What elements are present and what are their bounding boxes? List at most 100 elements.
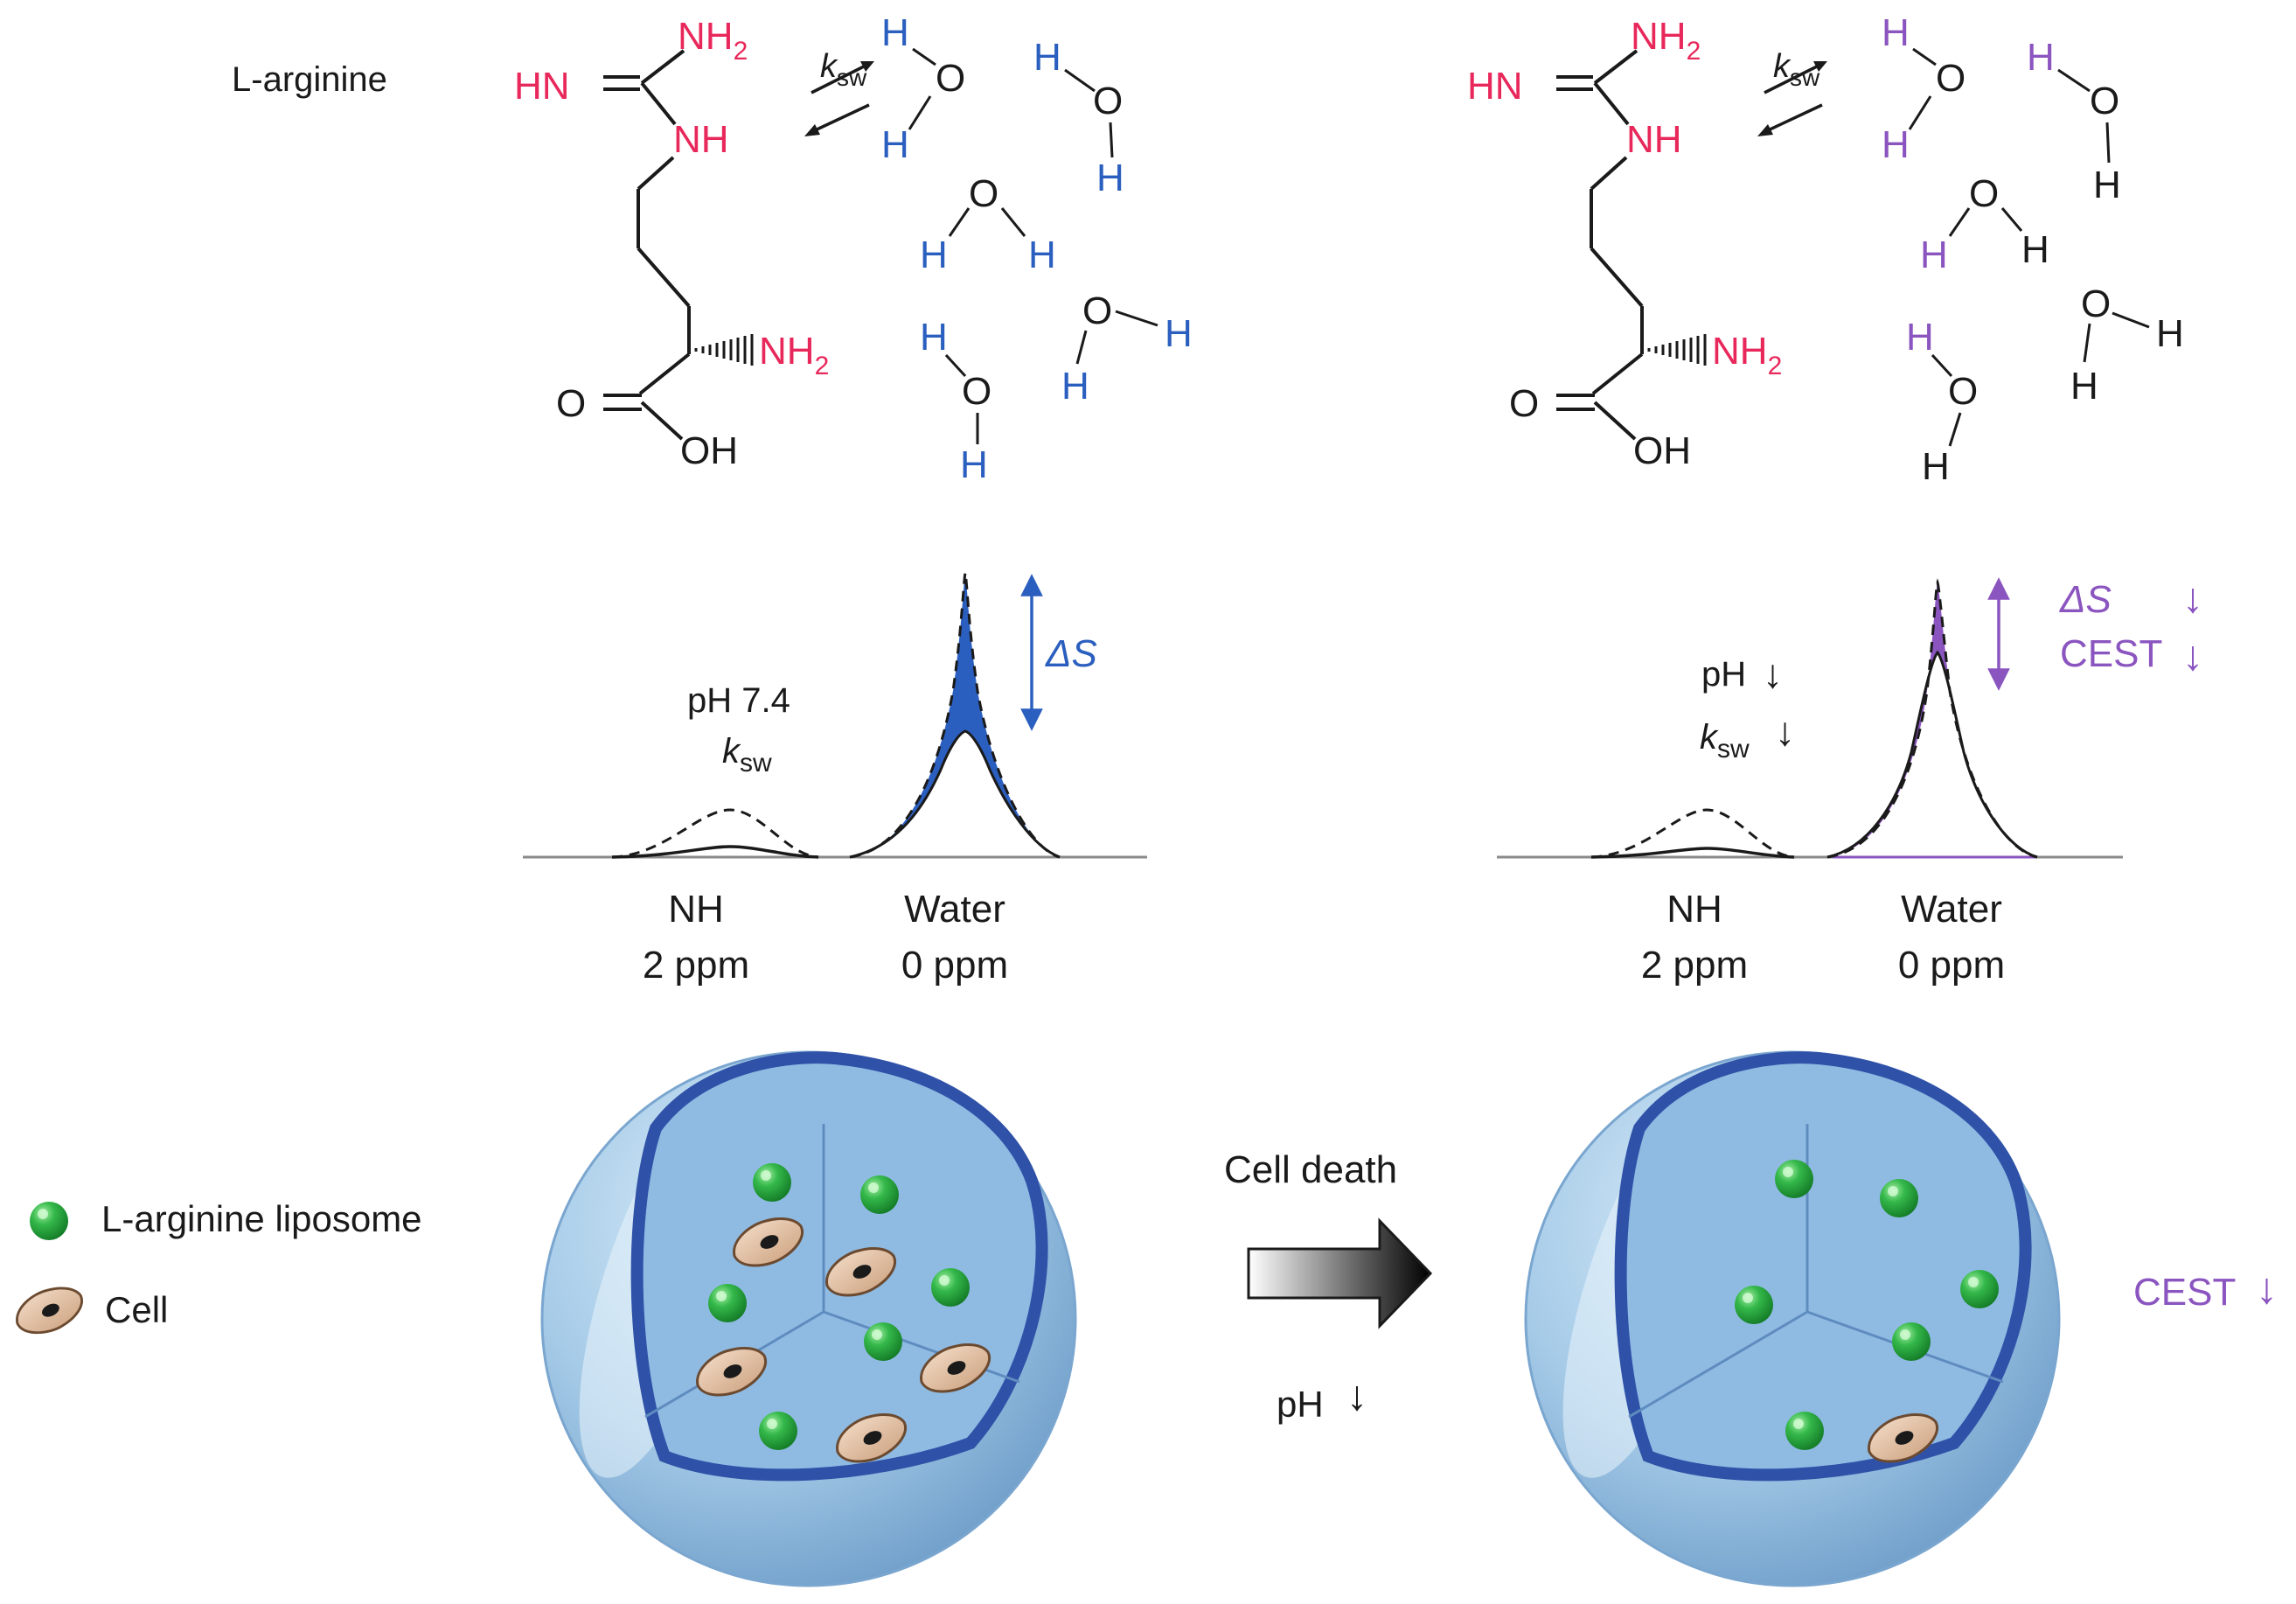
- left-nh-label: NH: [673, 118, 729, 161]
- right-capsule-cest-down-icon: ↓: [2256, 1264, 2278, 1313]
- right-water-solid-peak: [1826, 650, 2038, 859]
- left-delta-s-label: ΔS: [1045, 632, 1097, 675]
- left-ph-label: pH 7.4: [687, 681, 790, 720]
- transition: Cell death pH ↓: [1224, 1148, 1433, 1425]
- right-nh2-top-label: NH2: [1631, 15, 1701, 66]
- liposome: [708, 1284, 747, 1322]
- svg-text:H: H: [2093, 164, 2121, 206]
- transition-ph-down-icon: ↓: [1346, 1373, 1367, 1419]
- right-tumor-capsule: CEST ↓: [1524, 1050, 2278, 1587]
- left-carbonyl-o: O: [556, 382, 586, 425]
- svg-text:H: H: [1061, 365, 1089, 408]
- svg-text:H: H: [960, 443, 988, 486]
- left-hn-label: HN: [514, 65, 570, 108]
- svg-text:H: H: [2070, 365, 2098, 408]
- right-ph-down-icon: ↓: [1763, 651, 1783, 696]
- right-water-group: H O H H O H O H H O H: [1882, 11, 2184, 488]
- svg-text:O: O: [2090, 80, 2119, 122]
- left-water-4: O H H: [1061, 289, 1193, 408]
- left-spectrum-ksw: ksw: [722, 732, 772, 778]
- svg-text:H: H: [2027, 36, 2055, 79]
- left-spectrum: ΔS pH 7.4 ksw NH 2 ppm Water 0 ppm: [523, 572, 1147, 987]
- liposome: [1785, 1412, 1824, 1450]
- left-nh-axis-label: NH: [668, 888, 724, 931]
- right-hn-label: HN: [1467, 65, 1523, 108]
- right-capsule-cest-label: CEST: [2133, 1271, 2236, 1314]
- right-nh2-alpha-label: NH2: [1712, 330, 1782, 380]
- liposome: [1892, 1322, 1931, 1361]
- svg-text:O: O: [962, 370, 991, 413]
- left-delta-s-arrow: [1020, 574, 1043, 731]
- liposome: [1880, 1179, 1918, 1217]
- left-water-1: H O H: [881, 11, 965, 166]
- legend-liposome-icon: [30, 1202, 68, 1240]
- left-skeleton-bonds: [603, 49, 691, 441]
- left-water-ppm: 0 ppm: [901, 944, 1008, 987]
- right-water-dashed-peak: [1826, 578, 2038, 859]
- svg-text:H: H: [1033, 36, 1061, 79]
- right-ksw-down-icon: ↓: [1775, 708, 1795, 754]
- right-spectrum: ΔS ↓ CEST ↓ pH ↓ ksw ↓ NH 2 ppm Water 0 …: [1497, 575, 2203, 987]
- right-ksw-label: ksw: [1773, 48, 1820, 91]
- right-ph-label: pH: [1701, 655, 1746, 694]
- right-nh-label: NH: [1626, 118, 1682, 161]
- l-arginine-caption: L-arginine: [232, 60, 387, 99]
- legend: L-arginine liposome Cell: [16, 1198, 422, 1335]
- liposome: [759, 1412, 797, 1450]
- left-water-2: H O H: [1033, 36, 1124, 199]
- svg-text:O: O: [936, 57, 965, 100]
- svg-text:O: O: [2081, 282, 2111, 325]
- right-hydroxyl-oh: OH: [1633, 429, 1691, 472]
- right-delta-s-arrow: [1987, 577, 2010, 691]
- left-exchange-arrows: [804, 61, 874, 136]
- cell-death-arrow-icon: [1247, 1217, 1433, 1329]
- svg-text:H: H: [1096, 157, 1124, 199]
- left-water-solid-peak: [849, 729, 1061, 859]
- svg-text:H: H: [2021, 228, 2049, 271]
- svg-text:O: O: [1936, 57, 1966, 100]
- svg-text:O: O: [1082, 289, 1112, 332]
- right-skeleton-bonds: [1556, 49, 1644, 441]
- right-water-2: H O H: [2027, 36, 2121, 206]
- right-hashed-wedge: [1647, 334, 1707, 366]
- svg-text:H: H: [1028, 234, 1056, 276]
- svg-text:H: H: [1906, 316, 1934, 359]
- svg-text:H: H: [920, 316, 948, 359]
- cell-death-label: Cell death: [1224, 1148, 1397, 1191]
- svg-text:O: O: [1969, 172, 1999, 215]
- left-nh2-alpha-label: NH2: [759, 330, 829, 380]
- right-molecule-panel: HN NH2 NH NH2 O OH ksw H O H H O H: [1467, 11, 2184, 488]
- legend-liposome-label: L-arginine liposome: [101, 1198, 422, 1239]
- left-ksw-label: ksw: [820, 48, 867, 91]
- right-carbonyl-o: O: [1509, 382, 1539, 425]
- svg-text:H: H: [1882, 123, 1910, 166]
- left-nh-solid-peak: [611, 845, 819, 859]
- liposome: [1735, 1286, 1773, 1324]
- right-water-ppm: 0 ppm: [1898, 944, 2005, 987]
- transition-ph-label: pH: [1277, 1384, 1324, 1425]
- svg-text:O: O: [1093, 80, 1123, 122]
- right-delta-s-label: ΔS: [2059, 578, 2112, 621]
- left-nh-ppm: 2 ppm: [643, 944, 749, 987]
- svg-text:H: H: [1920, 234, 1948, 276]
- right-spectrum-ksw: ksw: [1700, 718, 1750, 764]
- legend-cell-icon: [16, 1287, 84, 1335]
- left-hashed-wedge: [694, 334, 754, 366]
- legend-cell-label: Cell: [105, 1289, 168, 1330]
- liposome: [1775, 1160, 1813, 1198]
- right-nh-axis-label: NH: [1666, 888, 1722, 931]
- svg-text:H: H: [2156, 312, 2184, 355]
- liposome: [1960, 1270, 1999, 1308]
- svg-text:H: H: [881, 11, 909, 54]
- left-water-3: O H H: [920, 172, 1056, 276]
- svg-text:H: H: [1922, 445, 1950, 488]
- left-tumor-capsule: [540, 1050, 1077, 1587]
- liposome: [931, 1268, 970, 1307]
- left-water-group: H O H H O H O H H O H: [881, 11, 1193, 486]
- left-water-dashed-peak: [849, 572, 1061, 859]
- left-nh2-top-label: NH2: [678, 15, 748, 66]
- svg-text:H: H: [920, 234, 948, 276]
- right-cest-label: CEST: [2060, 632, 2162, 675]
- right-nh-ppm: 2 ppm: [1641, 944, 1748, 987]
